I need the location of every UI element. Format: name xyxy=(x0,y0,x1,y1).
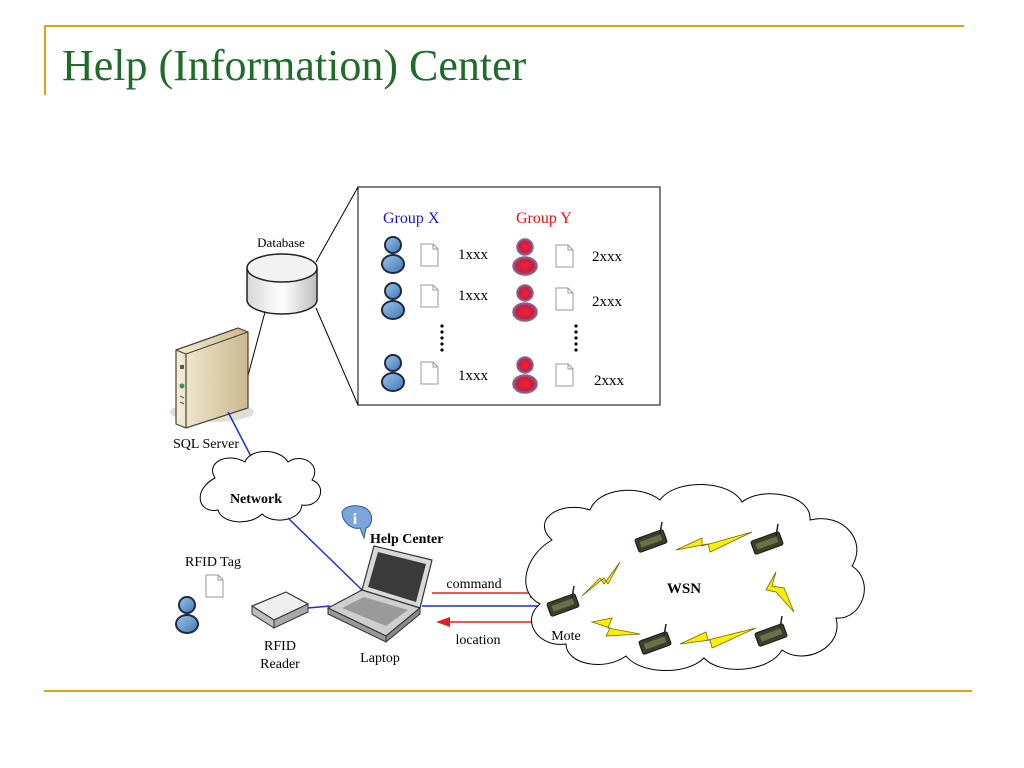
bottom-accent-line xyxy=(44,690,972,692)
document-icon xyxy=(420,243,439,267)
top-accent-line xyxy=(44,25,964,27)
group-y-row-3: 2xxx xyxy=(594,373,625,389)
command-label: command xyxy=(446,577,501,592)
group-x-label: Group X xyxy=(383,210,440,227)
document-icon xyxy=(555,287,574,311)
location-arrow xyxy=(436,617,540,627)
group-y-row-1: 2xxx xyxy=(592,249,623,265)
rfid-reader-icon xyxy=(250,591,310,629)
location-label: location xyxy=(455,633,500,648)
group-y-ellipsis xyxy=(574,324,578,352)
help-center-label: Help Center xyxy=(370,532,443,547)
group-x-ellipsis xyxy=(440,324,444,352)
zoom-line-top xyxy=(315,186,359,263)
svg-text:i: i xyxy=(353,511,358,528)
groups-box xyxy=(357,186,661,406)
group-x-row-1: 1xxx xyxy=(458,247,489,263)
document-icon xyxy=(555,244,574,268)
database-label: Database xyxy=(257,235,305,250)
reader-laptop-link xyxy=(307,605,331,609)
mote-label: Mote xyxy=(551,629,581,644)
laptop-label: Laptop xyxy=(360,651,400,666)
document-icon xyxy=(420,361,439,385)
laptop-icon xyxy=(326,545,433,644)
rfid-reader-label-line2: Reader xyxy=(260,657,300,672)
rfid-tag-label: RFID Tag xyxy=(185,555,241,570)
rfid-reader-label-line1: RFID xyxy=(264,639,296,654)
rfid-tag-document-icon xyxy=(205,574,224,598)
network-laptop-link xyxy=(287,517,363,591)
document-icon xyxy=(420,284,439,308)
left-accent-line xyxy=(44,25,46,95)
network-label: Network xyxy=(230,492,282,507)
slide-title: Help (Information) Center xyxy=(62,41,527,90)
zoom-line-bottom xyxy=(315,307,359,406)
info-icon: i xyxy=(341,505,373,540)
group-y-label: Group Y xyxy=(516,210,572,227)
rfid-tag-user-icon xyxy=(175,596,199,634)
wsn-label: WSN xyxy=(667,581,701,597)
group-x-row-3: 1xxx xyxy=(458,368,489,384)
server-icon xyxy=(170,327,254,429)
group-y-row-2: 2xxx xyxy=(592,294,623,310)
network-cloud xyxy=(199,451,322,523)
lightning-icon xyxy=(581,531,795,649)
document-icon xyxy=(555,363,574,387)
database-icon xyxy=(246,253,318,315)
sql-server-label: SQL Server xyxy=(173,437,239,452)
group-x-row-2: 1xxx xyxy=(458,288,489,304)
